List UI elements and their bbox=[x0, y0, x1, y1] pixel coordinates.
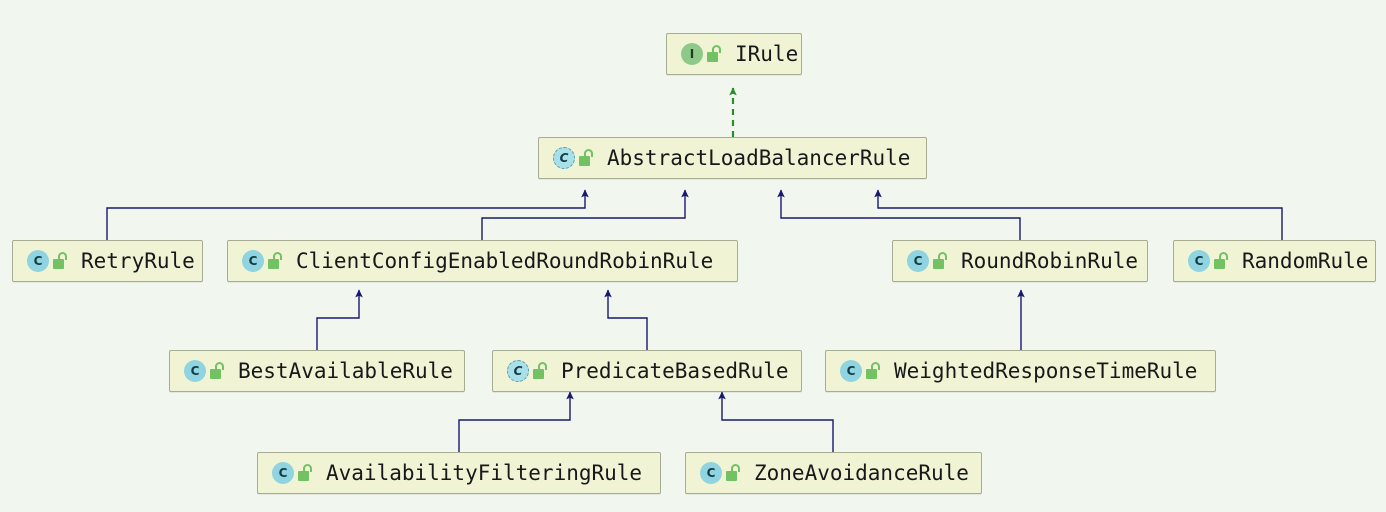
edge-e-retry-abstract bbox=[106, 189, 589, 240]
edge-e-avail-predicate bbox=[458, 391, 574, 452]
class-icon: C bbox=[27, 250, 49, 272]
class-node-label: WeightedResponseTimeRule bbox=[894, 358, 1198, 383]
edge-e-roundrobin-abstract bbox=[777, 189, 1021, 240]
unlock-icon bbox=[933, 252, 949, 270]
edge-e-predicate-clientconfig bbox=[604, 289, 648, 350]
class-icon: C bbox=[272, 462, 294, 484]
unlock-icon bbox=[1214, 252, 1230, 270]
class-node-clientconfig[interactable]: C ClientConfigEnabledRoundRobinRule bbox=[227, 240, 738, 282]
class-node-label: BestAvailableRule bbox=[238, 358, 453, 383]
unlock-icon bbox=[298, 464, 314, 482]
unlock-icon bbox=[726, 464, 742, 482]
class-node-predicatebased[interactable]: C PredicateBasedRule bbox=[492, 350, 802, 392]
class-node-label: RetryRule bbox=[81, 248, 195, 273]
class-node-irule[interactable]: I IRule bbox=[666, 33, 802, 75]
class-icon: C bbox=[184, 360, 206, 382]
class-node-label: PredicateBasedRule bbox=[561, 358, 789, 383]
class-node-label: ClientConfigEnabledRoundRobinRule bbox=[296, 248, 714, 273]
class-node-zoneavoidance[interactable]: C ZoneAvoidanceRule bbox=[685, 452, 982, 494]
class-node-label: IRule bbox=[735, 41, 799, 66]
edge-e-best-clientconfig bbox=[316, 289, 363, 350]
class-node-availfiltering[interactable]: C AvailabilityFilteringRule bbox=[257, 452, 661, 494]
class-node-label: RandomRule bbox=[1242, 248, 1369, 273]
abstract-class-icon: C bbox=[507, 360, 529, 382]
class-node-abstractlb[interactable]: C AbstractLoadBalancerRule bbox=[538, 137, 927, 179]
class-icon: C bbox=[840, 360, 862, 382]
class-node-random[interactable]: C RandomRule bbox=[1173, 240, 1376, 282]
abstract-class-icon: C bbox=[553, 147, 575, 169]
unlock-icon bbox=[579, 149, 595, 167]
unlock-icon bbox=[707, 45, 723, 63]
interface-icon: I bbox=[681, 43, 703, 65]
edge-e-zone-predicate bbox=[718, 391, 834, 452]
edge-e-random-abstract bbox=[874, 189, 1283, 240]
class-node-weightedresponse[interactable]: C WeightedResponseTimeRule bbox=[825, 350, 1216, 392]
class-icon: C bbox=[700, 462, 722, 484]
class-node-label: AbstractLoadBalancerRule bbox=[607, 145, 911, 170]
class-node-label: AvailabilityFilteringRule bbox=[326, 460, 643, 485]
edge-e-clientconfig-abstract bbox=[481, 189, 689, 240]
unlock-icon bbox=[268, 252, 284, 270]
unlock-icon bbox=[866, 362, 882, 380]
class-node-retry[interactable]: C RetryRule bbox=[12, 240, 203, 282]
class-node-bestavailable[interactable]: C BestAvailableRule bbox=[169, 350, 465, 392]
unlock-icon bbox=[533, 362, 549, 380]
unlock-icon bbox=[210, 362, 226, 380]
class-icon: C bbox=[1188, 250, 1210, 272]
class-icon: C bbox=[242, 250, 264, 272]
class-node-label: RoundRobinRule bbox=[961, 248, 1139, 273]
class-node-roundrobin[interactable]: C RoundRobinRule bbox=[892, 240, 1148, 282]
class-icon: C bbox=[907, 250, 929, 272]
class-node-label: ZoneAvoidanceRule bbox=[754, 460, 969, 485]
unlock-icon bbox=[53, 252, 69, 270]
